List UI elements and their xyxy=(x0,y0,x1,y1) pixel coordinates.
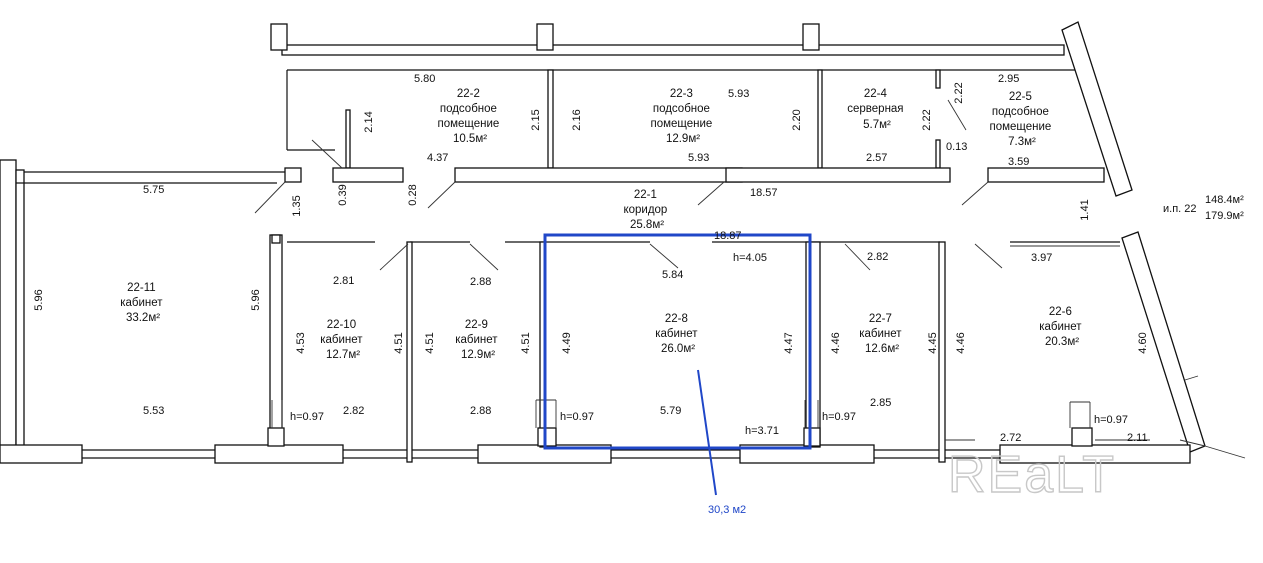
dim-2-22-b: 2.22 xyxy=(921,109,933,130)
dim-h097-c: h=0.97 xyxy=(822,411,856,423)
dim-2-16: 2.16 xyxy=(571,109,583,130)
dim-2-95: 2.95 xyxy=(998,73,1019,85)
dim-2-57: 2.57 xyxy=(866,152,887,164)
dim-4-51-c: 4.51 xyxy=(520,332,532,353)
watermark-logo: REaLT xyxy=(948,446,1116,504)
room-22-8-label: 22-8 кабинет 26.0м² xyxy=(655,313,701,355)
dim-4-51-a: 4.51 xyxy=(393,332,405,353)
dim-2-88-bot: 2.88 xyxy=(470,405,491,417)
dim-3-97: 3.97 xyxy=(1031,252,1052,264)
dimension-labels: 5.80 5.93 2.95 4.37 5.93 2.57 0.13 3.59 … xyxy=(143,73,1148,444)
totals-label: и.п. 22 xyxy=(1163,203,1197,215)
dim-4-46-b: 4.46 xyxy=(955,332,967,353)
room-22-2-label: 22-2 подсобное помещение 10.5м² xyxy=(437,88,502,145)
dim-5-93-bot: 5.93 xyxy=(688,152,709,164)
dim-2-72: 2.72 xyxy=(1000,432,1021,444)
dim-2-22-a: 2.22 xyxy=(953,82,965,103)
dim-2-81: 2.81 xyxy=(333,275,354,287)
room-22-4-label: 22-4 серверная 5.7м² xyxy=(847,88,907,131)
dim-4-60: 4.60 xyxy=(1137,332,1149,353)
dim-4-53: 4.53 xyxy=(295,332,307,353)
dim-0-28: 0.28 xyxy=(407,184,419,205)
dim-5-53: 5.53 xyxy=(143,405,164,417)
dim-4-45: 4.45 xyxy=(927,332,939,353)
room-22-3-label: 22-3 подсобное помещение 12.9м² xyxy=(650,88,715,145)
dim-h097-a: h=0.97 xyxy=(290,411,324,423)
highlight-annotation: 30,3 м2 xyxy=(708,504,746,516)
dim-18-87: 18.87 xyxy=(714,230,742,242)
dim-1-35: 1.35 xyxy=(291,195,303,216)
dim-2-82-bot: 2.82 xyxy=(343,405,364,417)
room-22-11-label: 22-11 кабинет 33.2м² xyxy=(120,282,166,324)
highlight-room-22-8: 30,3 м2 xyxy=(543,233,812,516)
dim-5-96-a: 5.96 xyxy=(33,289,45,310)
totals: и.п. 22 148.4м² 179.9м² xyxy=(1163,194,1244,222)
dim-4-46-a: 4.46 xyxy=(830,332,842,353)
dim-5-75: 5.75 xyxy=(143,184,164,196)
dim-h371: h=3.71 xyxy=(745,425,779,437)
dim-5-96-b: 5.96 xyxy=(250,289,262,310)
dim-5-84: 5.84 xyxy=(662,269,683,281)
room-22-5-label: 22-5 подсобное помещение 7.3м² xyxy=(989,91,1054,148)
room-22-10-label: 22-10 кабинет 12.7м² xyxy=(320,319,366,361)
dim-18-57: 18.57 xyxy=(750,187,778,199)
dim-5-93-top: 5.93 xyxy=(728,88,749,100)
dim-3-59: 3.59 xyxy=(1008,156,1029,168)
dim-h405: h=4.05 xyxy=(733,252,767,264)
dim-2-14: 2.14 xyxy=(363,111,375,132)
totals-area-2: 179.9м² xyxy=(1205,210,1244,222)
totals-area-1: 148.4м² xyxy=(1205,194,1244,206)
dim-0-39: 0.39 xyxy=(337,184,349,205)
dim-5-80: 5.80 xyxy=(414,73,435,85)
dim-2-20: 2.20 xyxy=(791,109,803,130)
dim-4-47: 4.47 xyxy=(783,332,795,353)
exterior-walls xyxy=(0,21,1206,464)
dim-1-41: 1.41 xyxy=(1079,199,1091,220)
room-22-7-label: 22-7 кабинет 12.6м² xyxy=(859,313,905,355)
dim-h097-d: h=0.97 xyxy=(1094,414,1128,426)
dim-4-37: 4.37 xyxy=(427,152,448,164)
room-22-1-label: 22-1 коридор 25.8м² xyxy=(623,189,670,231)
dim-h097-b: h=0.97 xyxy=(560,411,594,423)
dim-2-11: 2.11 xyxy=(1127,432,1148,444)
dim-2-85: 2.85 xyxy=(870,397,891,409)
dim-2-15: 2.15 xyxy=(530,109,542,130)
dim-4-51-b: 4.51 xyxy=(424,332,436,353)
dim-4-49: 4.49 xyxy=(561,332,573,353)
interior-walls-top xyxy=(254,69,1105,214)
dim-0-13: 0.13 xyxy=(946,141,967,153)
room-22-6-label: 22-6 кабинет 20.3м² xyxy=(1039,306,1085,348)
dim-5-79: 5.79 xyxy=(660,405,681,417)
room-labels: 22-2 подсобное помещение 10.5м² 22-3 под… xyxy=(120,88,1085,361)
dim-2-82-top: 2.82 xyxy=(867,251,888,263)
dimension-labels-vertical: 2.14 2.15 2.16 2.20 2.22 2.22 0.39 0.28 … xyxy=(33,82,1149,353)
room-22-9-label: 22-9 кабинет 12.9м² xyxy=(455,319,501,361)
dim-2-88-top: 2.88 xyxy=(470,276,491,288)
